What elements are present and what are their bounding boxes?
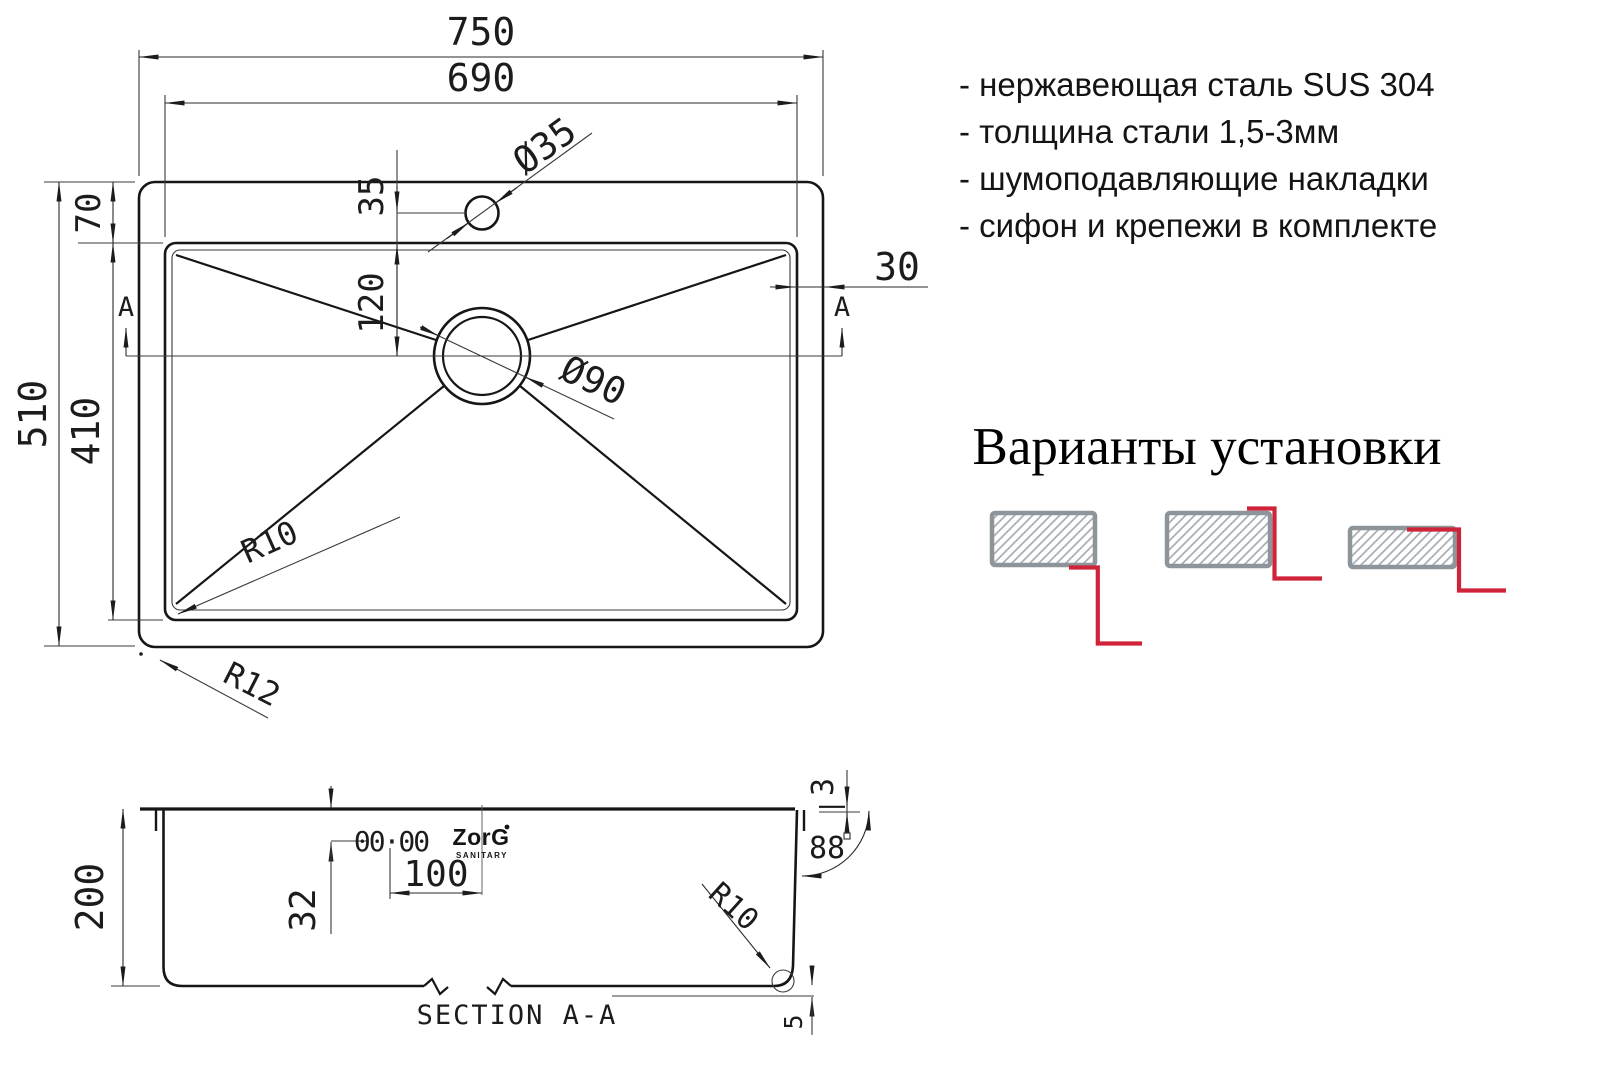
bowl-outline-outer	[163, 241, 799, 622]
bowl-profile-left	[162, 810, 424, 988]
feature-item-3: - шумоподавляющие накладки	[959, 160, 1429, 197]
dim-35-label: 35	[352, 176, 392, 217]
dim-690: 690	[164, 56, 798, 237]
brand-logo-text: ZorG	[453, 824, 510, 850]
radius-indicator-circle	[771, 969, 795, 993]
dim-5-label: 5	[779, 1014, 808, 1029]
install-option-topmount	[1347, 525, 1506, 593]
dim-200: 200	[68, 808, 160, 987]
dim-510: 510	[11, 181, 135, 647]
dim-510-label: 510	[11, 380, 55, 449]
registered-dot	[504, 824, 510, 830]
section-radius-label: R10	[702, 876, 766, 938]
dim-5: 5	[612, 965, 815, 1035]
brand-logo-subtext: SANITARY	[456, 851, 508, 860]
leader-dot	[139, 652, 143, 656]
faucet-dia-label: Ø35	[505, 109, 584, 183]
sink-rim-profile	[1407, 527, 1506, 593]
dim-750-label: 750	[447, 10, 516, 54]
bowl-outline-inner	[171, 249, 791, 611]
sink-rim-profile	[1247, 506, 1322, 581]
countertop-block	[989, 510, 1098, 568]
brand-logo: ZorG SANITARY	[453, 824, 510, 860]
dim-750: 750	[138, 10, 824, 176]
rim-radius-label: R12	[218, 654, 287, 714]
dim-32-label: 32	[283, 888, 324, 931]
fixing-holes-icon: 00·00	[354, 825, 429, 858]
install-title: Варианты установки	[972, 418, 1441, 476]
dim-410-label: 410	[64, 397, 108, 466]
dim-88deg: 88	[801, 810, 871, 879]
install-option-undermount	[989, 510, 1142, 646]
countertop-block	[1164, 510, 1273, 569]
dim-70-label: 70	[69, 193, 109, 234]
feature-item-2: - толщина стали 1,5-3мм	[959, 113, 1339, 150]
dim-3: 3	[806, 770, 850, 833]
leader-rim-radius: R12	[139, 652, 287, 719]
dim-690-label: 690	[447, 56, 516, 100]
dim-35-120: 35 120	[352, 150, 466, 357]
install-option-flushmount	[1164, 506, 1322, 581]
degree-symbol	[843, 832, 851, 840]
dim-30-label: 30	[874, 245, 920, 289]
sink-rim-profile	[1069, 565, 1142, 646]
section-title: SECTION A-A	[417, 1000, 618, 1031]
leader-bowl-radius: R10	[177, 513, 401, 615]
section-marker-right: A	[834, 292, 850, 323]
bowl-radius-label: R10	[235, 513, 303, 571]
dim-200-label: 200	[68, 863, 112, 932]
dim-120-label: 120	[352, 272, 392, 333]
dim-88-label: 88	[809, 831, 845, 866]
drain-dia-label: Ø90	[554, 347, 633, 414]
leader-section-radius: R10	[702, 876, 795, 993]
dim-70-410: 70 410	[64, 181, 163, 621]
dim-30: 30	[770, 245, 928, 290]
section-marker-left: A	[118, 292, 134, 323]
bowl-diagonals	[175, 253, 787, 605]
feature-item-1: - нержавеющая сталь SUS 304	[959, 66, 1435, 103]
break-symbol-right	[486, 977, 512, 996]
dim-100: 100	[389, 848, 483, 899]
feature-item-4: - сифон и крепежи в комплекте	[959, 207, 1437, 244]
dim-100-label: 100	[403, 854, 468, 895]
top-view: A A 750 690 510 70	[11, 10, 928, 719]
countertop-block	[1347, 525, 1458, 570]
install-options: Варианты установки	[972, 418, 1506, 646]
leader-faucet-dia: Ø35	[427, 109, 593, 253]
section-view: 200 32 00·00 100 ZorG SANITARY	[68, 770, 871, 1035]
outer-rim-outline	[137, 180, 825, 649]
bowl-profile-right	[511, 809, 799, 988]
dim-3-label: 3	[806, 778, 841, 796]
break-symbol-left	[423, 977, 449, 996]
features-list: - нержавеющая сталь SUS 304 - толщина ст…	[959, 66, 1437, 244]
dim-32: 32	[283, 786, 367, 934]
